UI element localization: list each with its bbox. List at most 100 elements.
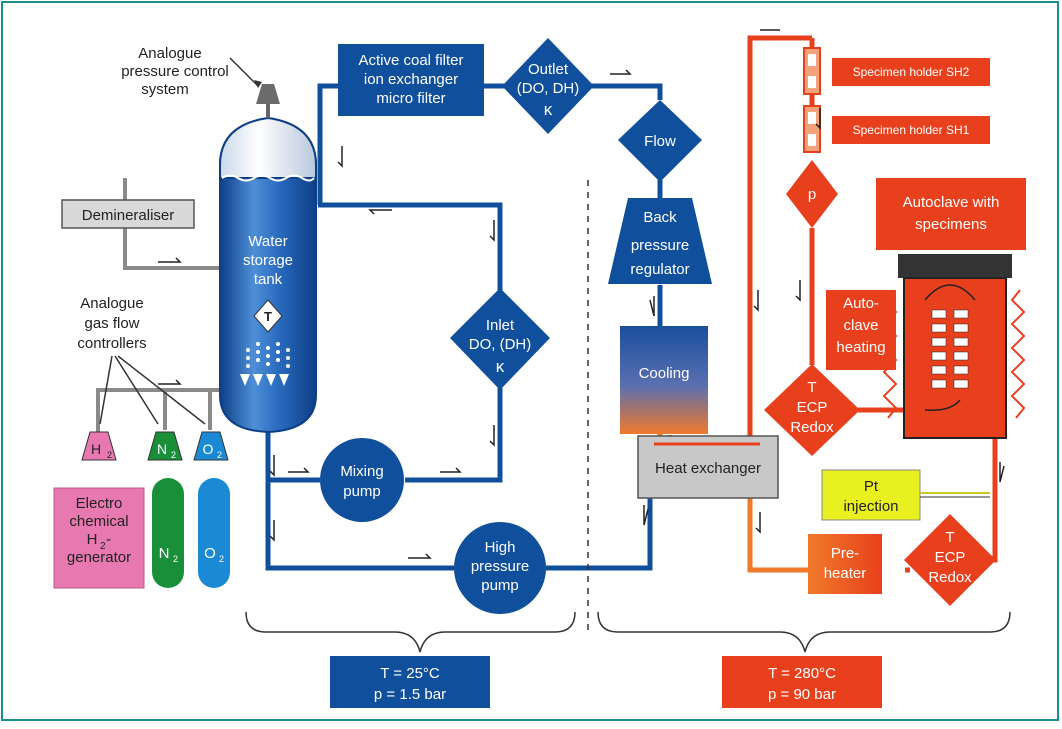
high-temp-brace xyxy=(597,611,1011,653)
demineraliser-box xyxy=(61,199,195,229)
gas-flow-label-line1: Analogue xyxy=(80,295,143,312)
pressure-control-label-line3: system xyxy=(141,81,189,98)
high-pressure-pump xyxy=(454,522,546,614)
o2-cone-label: O xyxy=(203,441,214,457)
n2-cone-label: N xyxy=(157,441,167,457)
o2-subscript: 2 xyxy=(217,450,222,460)
h2-flow-controller xyxy=(81,431,117,461)
preheater-line1: Pre- xyxy=(831,545,859,562)
bpr-label-line2: pressure xyxy=(631,237,689,254)
h2-generator-dash: - xyxy=(106,531,111,548)
inlet-label-line2: DO, (DH) xyxy=(469,336,532,353)
bpr-label-line3: regulator xyxy=(630,261,689,278)
high-temp-line1: T = 280°C xyxy=(768,665,836,682)
o2-flow-controller xyxy=(193,431,229,461)
specimen-holder-sh1-icon xyxy=(803,105,821,153)
preheater xyxy=(808,534,882,594)
gas-flow-label-line3: controllers xyxy=(77,335,146,352)
mixing-pump xyxy=(320,438,404,522)
hp-pump-line1: High xyxy=(485,539,516,556)
demineraliser-label: Demineraliser xyxy=(82,207,175,224)
tank-label-line1: Water xyxy=(248,233,287,250)
h2-generator-line3: H xyxy=(87,531,98,548)
h2-generator-line1: Electro xyxy=(76,495,123,512)
h2-subscript: 2 xyxy=(107,450,112,460)
heat-exchanger-label: Heat exchanger xyxy=(655,460,761,477)
pressure-control-label-line2: pressure control xyxy=(121,63,229,80)
water-storage-tank xyxy=(219,84,317,434)
back-pressure-regulator xyxy=(608,198,712,284)
cooling-unit xyxy=(620,326,708,434)
h2-cone-label: H xyxy=(91,441,101,457)
tank-label-line3: tank xyxy=(254,271,283,288)
high-temp-line2: p = 90 bar xyxy=(768,686,836,703)
blue-loop-pipes xyxy=(265,83,663,571)
pressure-control-valve-icon xyxy=(256,84,280,104)
specimen-holder-sh2-label: Specimen holder SH2 xyxy=(853,65,970,79)
bpr-label-line1: Back xyxy=(643,209,677,226)
n2-subscript: 2 xyxy=(171,450,176,460)
n2-bottle-label: N xyxy=(159,545,170,562)
low-temp-condition xyxy=(330,656,490,708)
hp-pump-line2: pressure xyxy=(471,558,529,575)
pressure-control-label-line1: Analogue xyxy=(138,45,201,62)
inlet-label-line1: Inlet xyxy=(486,317,515,334)
gas-bubbles-icon xyxy=(246,342,290,368)
gas-flow-label-line2: gas flow xyxy=(84,315,139,332)
h2-generator-subscript: 2 xyxy=(100,541,106,552)
tank-temperature-label: T xyxy=(264,309,272,324)
inlet-label-line3: κ xyxy=(496,357,505,376)
temperature-sensor-icon xyxy=(253,299,283,333)
specimen-holder-sh1 xyxy=(832,116,990,144)
ecp-upper-line3: Redox xyxy=(790,419,834,436)
autoclave xyxy=(898,254,1012,439)
ecp-redox-sensor-lower xyxy=(904,514,996,606)
low-temp-line1: T = 25°C xyxy=(380,665,440,682)
mixing-pump-line2: pump xyxy=(343,483,381,500)
pt-injection xyxy=(821,469,921,521)
outlet-sensor xyxy=(502,38,594,134)
preheater-line2: heater xyxy=(824,565,867,582)
o2-bottle-subscript: 2 xyxy=(219,554,224,564)
cooling-label: Cooling xyxy=(639,365,690,382)
flow-sensor xyxy=(618,100,702,182)
autoclave-title-line2: specimens xyxy=(915,216,987,233)
ecp-lower-line2: ECP xyxy=(935,549,966,566)
filter-label-line3: micro filter xyxy=(376,90,445,107)
high-temp-condition xyxy=(722,656,882,708)
h2-generator-line4: generator xyxy=(67,549,131,566)
specimen-holder-sh2 xyxy=(832,58,990,86)
pressure-sensor-label: p xyxy=(808,186,816,203)
outlet-label-line2: (DO, DH) xyxy=(517,80,580,97)
ecp-lower-line1: T xyxy=(945,529,954,546)
n2-bottle xyxy=(152,478,184,588)
ecp-redox-sensor-upper xyxy=(764,364,860,456)
autoclave-heating-line2: clave xyxy=(843,317,878,334)
n2-bottle-subscript: 2 xyxy=(173,554,178,564)
low-temp-line2: p = 1.5 bar xyxy=(374,686,446,703)
inlet-sensor xyxy=(450,288,550,390)
filter-label-line2: ion exchanger xyxy=(364,71,458,88)
autoclave-title-line1: Autoclave with xyxy=(903,194,1000,211)
pointer-arrow xyxy=(229,57,259,87)
autoclave-heating-box xyxy=(826,290,896,370)
gas-controller-pointers xyxy=(99,355,206,425)
pt-injection-line2: injection xyxy=(843,498,898,515)
outlet-label-line3: κ xyxy=(544,100,553,119)
autoclave-heating-line1: Auto- xyxy=(843,295,879,312)
mixing-pump-line1: Mixing xyxy=(340,463,383,480)
outlet-label-line1: Outlet xyxy=(528,61,569,78)
active-coal-filter xyxy=(338,44,484,116)
o2-bottle xyxy=(198,478,230,588)
tank-label-line2: storage xyxy=(243,252,293,269)
o2-bottle-label: O xyxy=(204,545,216,562)
heat-exchanger xyxy=(637,435,779,499)
hp-pump-line3: pump xyxy=(481,577,519,594)
specimen-holder-sh1-label: Specimen holder SH1 xyxy=(853,123,970,137)
specimen-holder-sh2-icon xyxy=(803,47,821,95)
ecp-lower-line3: Redox xyxy=(928,569,972,586)
flow-direction-arrows xyxy=(158,29,1005,559)
ecp-upper-line1: T xyxy=(807,379,816,396)
